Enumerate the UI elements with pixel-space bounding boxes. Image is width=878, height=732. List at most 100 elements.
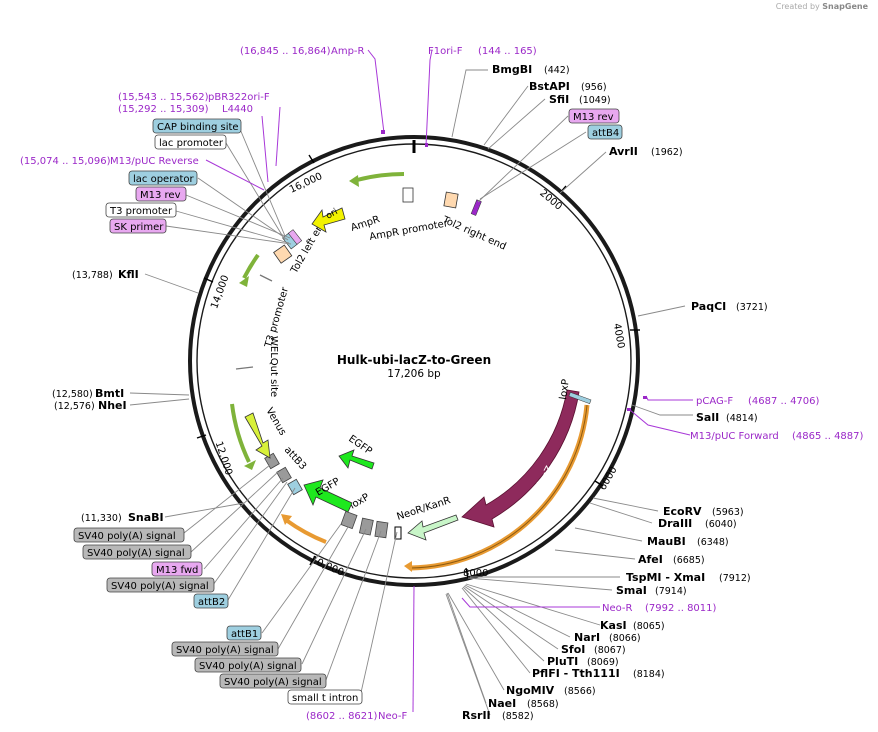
f1ori-f-tick (425, 143, 428, 147)
primer-m13-puc-reverse: M13/pUC Reverse (110, 156, 199, 167)
enzyme-rsrii-pos: (8582) (502, 711, 534, 722)
egfp-large-arrow (303, 479, 353, 513)
enzyme-ngomiv-pos: (8566) (564, 686, 596, 697)
primer-m13-puc-forward: M13/pUC Forward (690, 431, 779, 442)
primer-l4440: L4440 (222, 104, 253, 115)
attb3-box-c (287, 478, 303, 496)
venus-arrow (244, 412, 271, 459)
sv40-polya-label-5: SV40 poly(A) signal (199, 661, 297, 672)
enzyme-kfli: KflI (118, 268, 139, 281)
loxp1-label: loxP (348, 492, 371, 512)
plasmid-length: 17,206 bp (387, 368, 441, 380)
enzyme-bstapi: BstAPI (529, 80, 570, 93)
ampr-promoter-box (402, 187, 414, 203)
m13-puc-fwd-tick (627, 408, 631, 411)
primer-neo-f: Neo-F (378, 711, 408, 722)
tol2-annotation-arrowhead (239, 276, 249, 287)
primer-neo-r-range: (7992 .. 8011) (645, 603, 717, 614)
egfp-small-arrow (338, 449, 375, 470)
primer-neo-f-range: (8602 .. 8621) (306, 711, 378, 722)
tick-10000: 10,000 (309, 554, 345, 578)
m13-fwd-box (151, 561, 203, 577)
primer-leaders (205, 49, 693, 713)
welqut-label: WELQut site (268, 336, 279, 397)
enzyme-smai-pos: (7914) (655, 586, 687, 597)
enzyme-nari-pos: (8066) (609, 633, 641, 644)
attb2-box (193, 593, 229, 609)
loxp2-marker (394, 526, 402, 540)
enzyme-tspmi-xmai-pos: (7912) (719, 573, 751, 584)
attb4-right-label: attB4 (592, 128, 619, 139)
enzyme-paqci: PaqCI (691, 300, 726, 313)
enzyme-naei-pos: (8568) (527, 699, 559, 710)
attb4-small-box (470, 199, 482, 216)
tick-4000: 4000 (611, 322, 626, 349)
enzyme-rsrii: RsrII (462, 709, 491, 722)
enzyme-pflfi-tth111i-pos: (8184) (633, 669, 665, 680)
attb4-right-box (587, 124, 623, 140)
enzyme-sali: SalI (696, 411, 719, 424)
lacz-arrow (461, 389, 580, 528)
m13-rev-right-label: M13 rev (573, 112, 614, 123)
enzyme-tspmi-xmai: TspMI - XmaI (626, 571, 705, 584)
tick-12000: 12,000 (213, 440, 234, 477)
sv40-polya-label-6: SV40 poly(A) signal (224, 677, 322, 688)
primer-l4440-range: (15,292 .. 15,309) (118, 104, 209, 115)
enzyme-bstapi-pos: (956) (581, 82, 607, 93)
cap-binding-site-label: CAP binding site (157, 122, 239, 133)
enzyme-nhei: NheI (98, 399, 127, 412)
enzyme-paqci-pos: (3721) (736, 302, 768, 313)
tick-16000: 16,000 (288, 171, 324, 196)
enzyme-bmgbi-pos: (442) (544, 65, 570, 76)
sv40-polya-box-5 (194, 657, 302, 673)
enzyme-avrii-pos: (1962) (651, 147, 683, 158)
primer-m13-puc-reverse-range: (15,074 .. 15,096) (20, 156, 111, 167)
lacz-annotation-edge (410, 404, 588, 569)
primer-amp-r-range: (16,845 .. 16,864) (240, 46, 331, 57)
enzyme-maubi-pos: (6348) (697, 537, 729, 548)
small-t-intron-box (287, 689, 363, 705)
sv40-polya-box-4 (171, 641, 279, 657)
sk-primer-label: SK primer (114, 222, 164, 233)
loxp-right-label: loxP (558, 379, 572, 401)
enzyme-sfoi-pos: (8067) (594, 645, 626, 656)
sv40-polya-box-2 (82, 544, 192, 560)
enzyme-draiii: DraIII (658, 517, 692, 530)
loxp-right-marker (568, 392, 592, 404)
primer-pcag-f-range: (4687 .. 4706) (748, 396, 820, 407)
enzyme-sfii: SfiI (549, 93, 569, 106)
tol2-right-label: Tol2 right end (440, 214, 508, 252)
tol2-annotation-arc (242, 253, 260, 279)
attb-annotation-arc (284, 518, 327, 544)
primer-neo-r: Neo-R (602, 603, 633, 614)
enzyme-nari: NarI (574, 631, 600, 644)
m13-rev-left-label: M13 rev (140, 190, 181, 201)
enzyme-kfli-pos: (13,788) (72, 270, 113, 281)
small-t-intron-label: small t intron (292, 693, 358, 704)
primer-pbr322ori-f: pBR322ori-F (208, 92, 270, 103)
sv40-polya-label-4: SV40 poly(A) signal (176, 645, 274, 656)
sv40-polya-box-6 (219, 673, 327, 689)
enzyme-ngomiv: NgoMIV (506, 684, 555, 697)
enzyme-draiii-pos: (6040) (705, 519, 737, 530)
tol2-left-box (273, 244, 293, 264)
m13rev-box (287, 229, 303, 245)
t3-promoter-box-label: T3 promoter (109, 206, 173, 217)
enzyme-bmti: BmtI (95, 387, 124, 400)
enzyme-snabi-pos: (11,330) (81, 513, 122, 524)
created-by-text: Created by (775, 2, 820, 11)
welqut-marker (235, 366, 254, 370)
primer-f1ori-f-range: (144 .. 165) (478, 46, 537, 57)
lac-operator-label: lac operator (133, 174, 194, 185)
primer-pcag-f: pCAG-F (696, 396, 733, 407)
ori-arrow (311, 207, 346, 233)
loxp1-box (340, 510, 358, 530)
enzyme-sfoi: SfoI (561, 643, 585, 656)
attb-annotation-arrowhead (281, 514, 292, 525)
attb1-label: attB1 (231, 629, 258, 640)
enzyme-pluti: PluTI (547, 655, 578, 668)
attb3-box-b (276, 466, 292, 484)
enzyme-naei: NaeI (488, 697, 516, 710)
brand-label: Created by SnapGene (776, 2, 868, 11)
